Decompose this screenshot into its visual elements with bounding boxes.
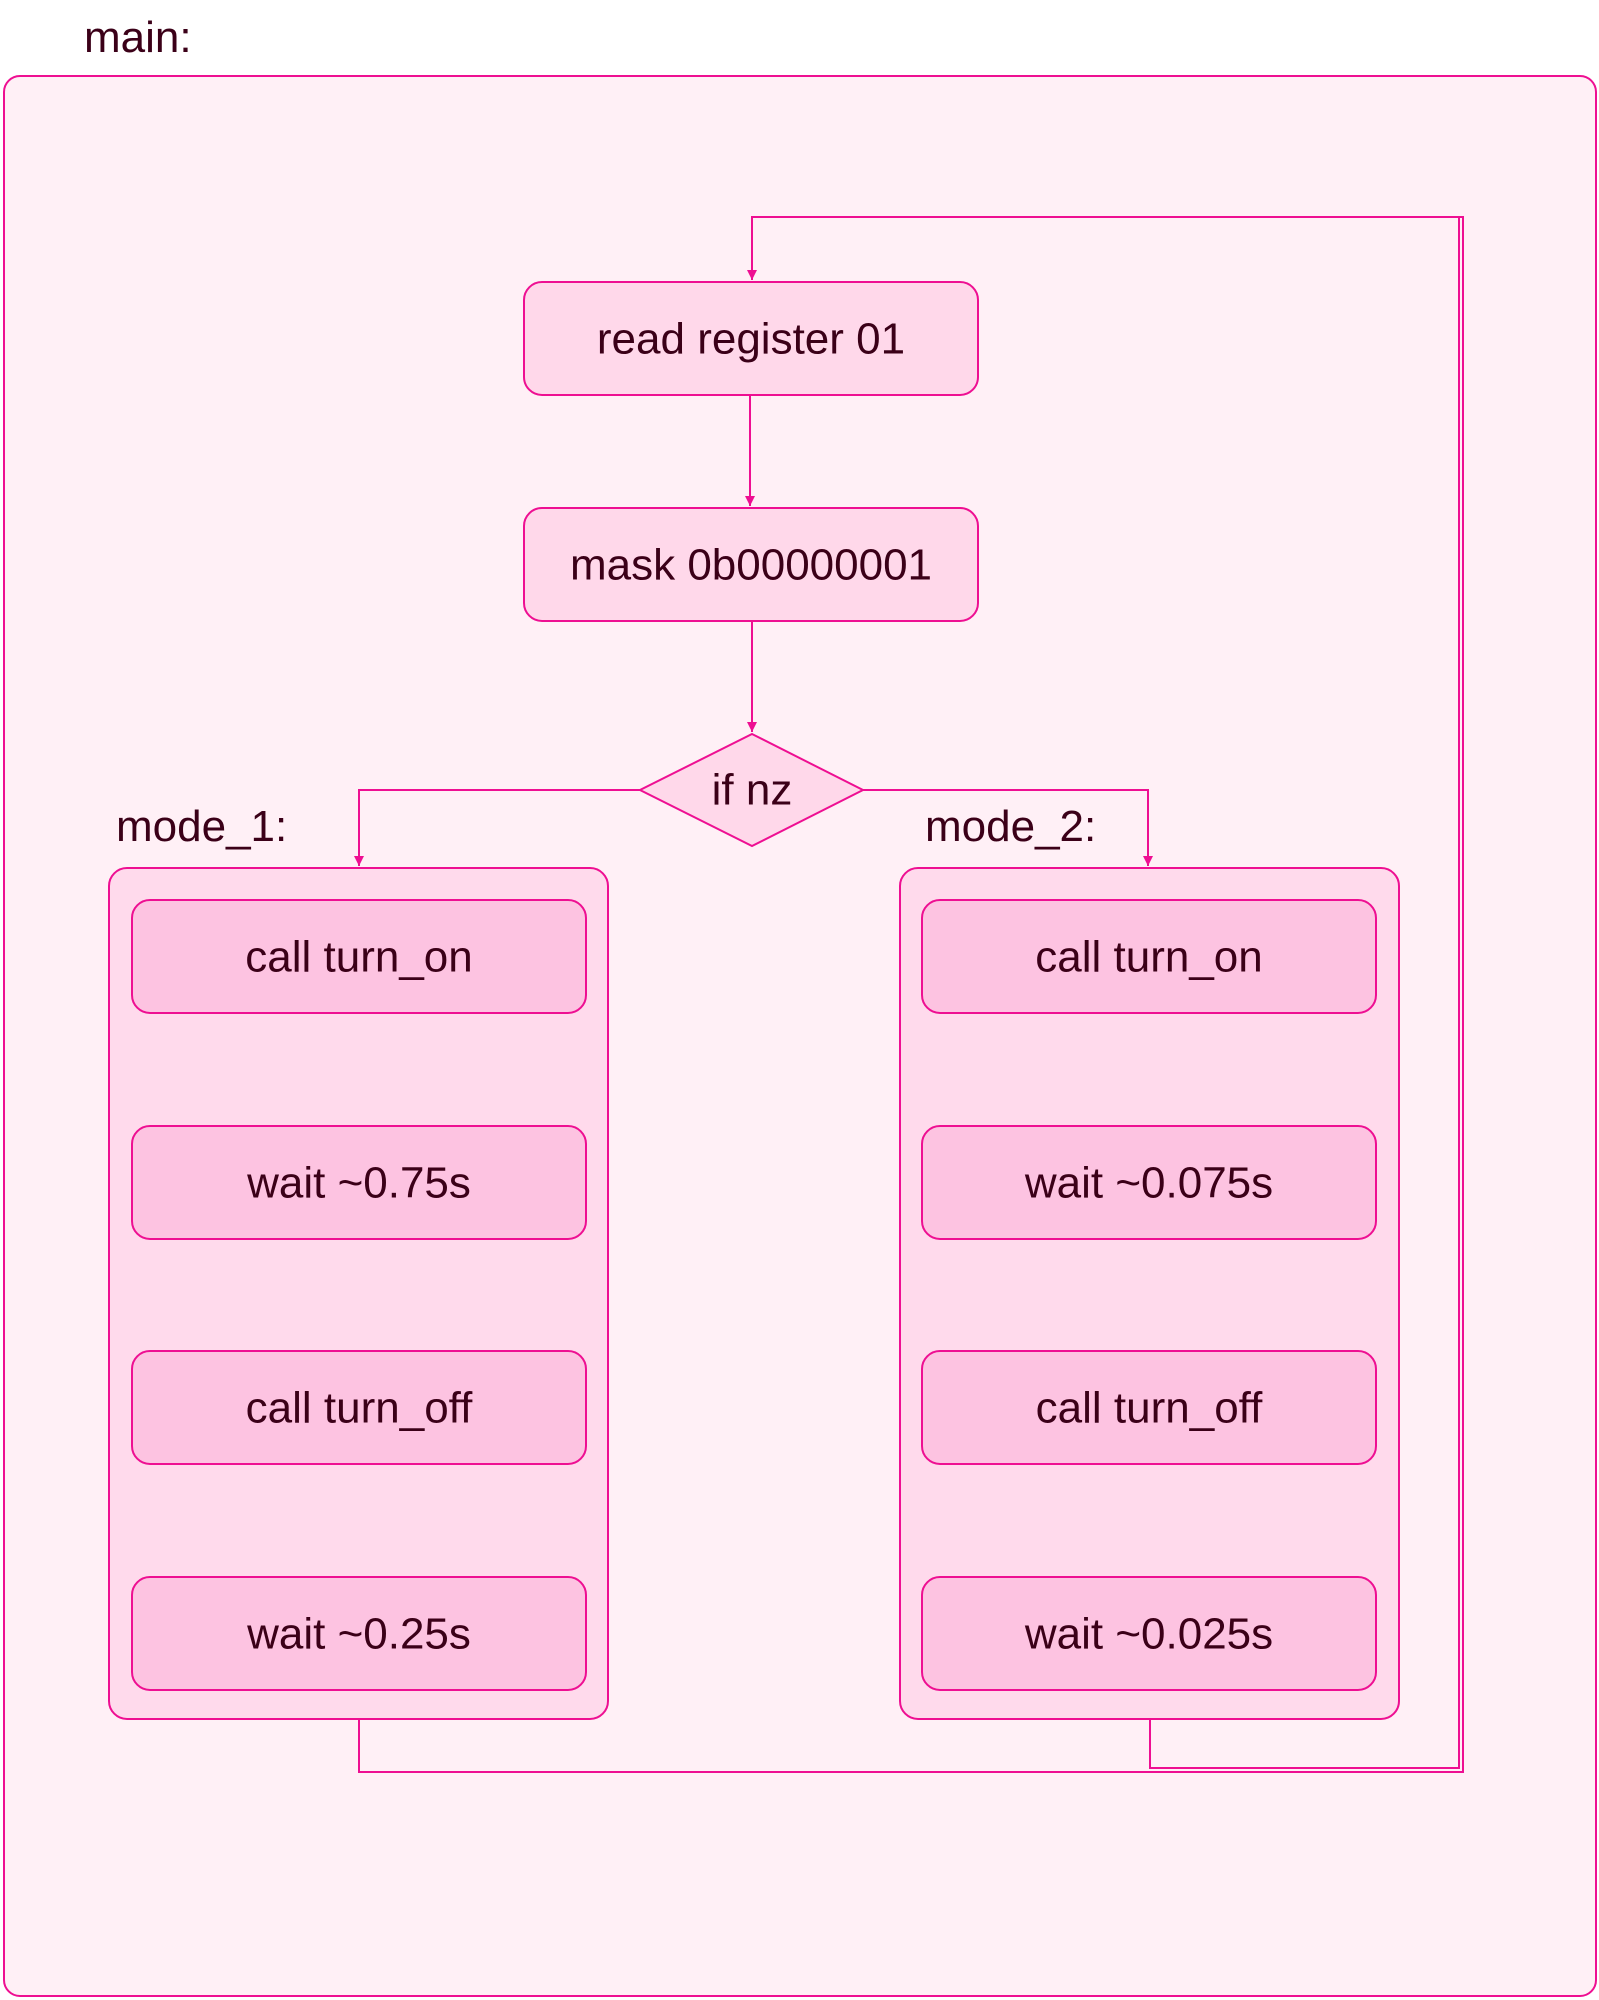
mode-1-step[interactable]: wait ~0.75s <box>131 1125 587 1240</box>
mode-2-label: mode_2: <box>925 802 1096 851</box>
loop-back-edge-mode-1 <box>358 216 1464 1773</box>
mode-1-step-label: wait ~0.25s <box>246 1610 471 1659</box>
read-register-node[interactable]: read register 01 <box>523 281 979 396</box>
mode-2-step-label: call turn_off <box>1036 1384 1263 1433</box>
mode-2-step-label: wait ~0.075s <box>1024 1159 1273 1208</box>
mode-1-step[interactable]: call turn_on <box>131 899 587 1014</box>
mode-2-step-label: call turn_on <box>1035 933 1262 982</box>
edge-decision-to-mode-2 <box>863 789 1153 866</box>
mode-1-container <box>108 867 609 1720</box>
mode-1-label: mode_1: <box>116 802 287 851</box>
mode-2-step-label: wait ~0.025s <box>1024 1610 1273 1659</box>
mode-2-container <box>899 867 1400 1720</box>
decision-node-label: if nz <box>712 766 793 815</box>
read-register-node-label: read register 01 <box>597 315 905 364</box>
mode-2-step[interactable]: call turn_on <box>921 899 1377 1014</box>
main-label: main: <box>84 13 192 62</box>
mode-1-step-label: call turn_off <box>246 1384 473 1433</box>
decision-node[interactable]: if nz <box>637 732 866 848</box>
mode-1-step[interactable]: call turn_off <box>131 1350 587 1465</box>
loop-back-edge-mode-2 <box>1149 217 1460 1769</box>
mode-1-step[interactable]: wait ~0.25s <box>131 1576 587 1691</box>
mode-2-step[interactable]: wait ~0.025s <box>921 1576 1377 1691</box>
mode-1-step-label: wait ~0.75s <box>246 1159 471 1208</box>
mask-node-label: mask 0b00000001 <box>570 541 932 590</box>
mode-2-step[interactable]: wait ~0.075s <box>921 1125 1377 1240</box>
mode-2-step[interactable]: call turn_off <box>921 1350 1377 1465</box>
mask-node[interactable]: mask 0b00000001 <box>523 507 979 622</box>
mode-1-step-label: call turn_on <box>245 933 472 982</box>
edge-decision-to-mode-1 <box>354 789 640 866</box>
